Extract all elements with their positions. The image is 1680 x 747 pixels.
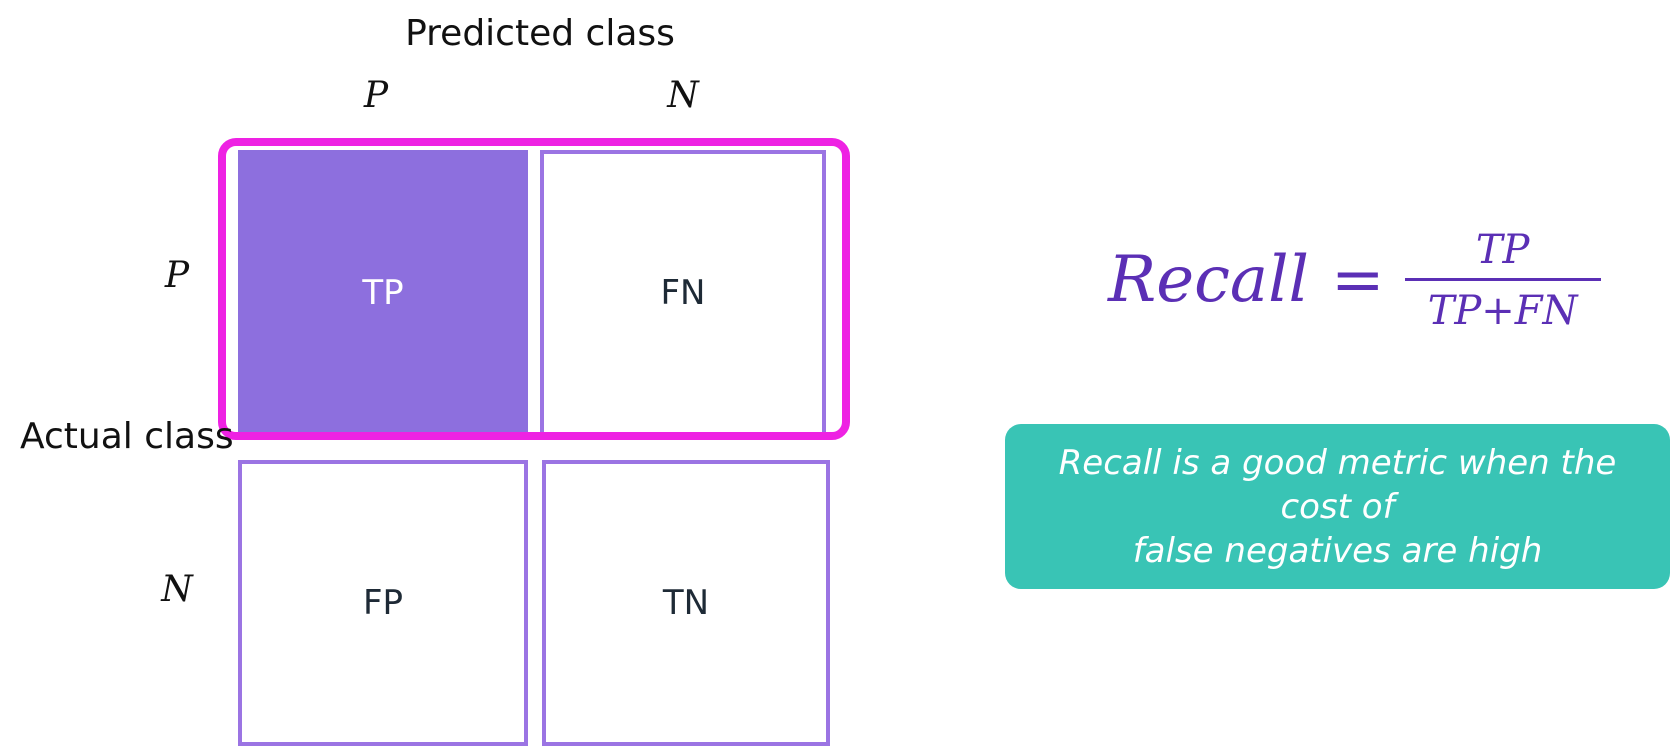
actual-class-title: Actual class xyxy=(20,416,234,457)
formula-denominator: TP+FN xyxy=(1427,287,1578,334)
fraction-bar xyxy=(1404,277,1601,281)
recall-note-text: Recall is a good metric when the cost of… xyxy=(1058,442,1617,571)
formula-equals: = xyxy=(1331,243,1385,317)
column-label-negative: N xyxy=(667,75,699,116)
predicted-class-title: Predicted class xyxy=(405,13,675,54)
formula-fraction: TP TP+FN xyxy=(1404,226,1601,335)
row-label-negative: N xyxy=(161,569,193,610)
cell-true-positive: TP xyxy=(238,150,528,436)
formula-numerator: TP xyxy=(1475,226,1530,273)
recall-formula: Recall = TP TP+FN xyxy=(1108,210,1601,350)
actual-positive-row-highlight xyxy=(218,138,850,440)
cell-true-negative: TN xyxy=(542,460,830,746)
row-label-positive: P xyxy=(164,255,190,296)
column-label-positive: P xyxy=(363,75,389,116)
formula-lhs: Recall xyxy=(1108,243,1309,317)
cell-false-positive: FP xyxy=(238,460,528,746)
recall-note-box: Recall is a good metric when the cost of… xyxy=(1005,424,1670,589)
